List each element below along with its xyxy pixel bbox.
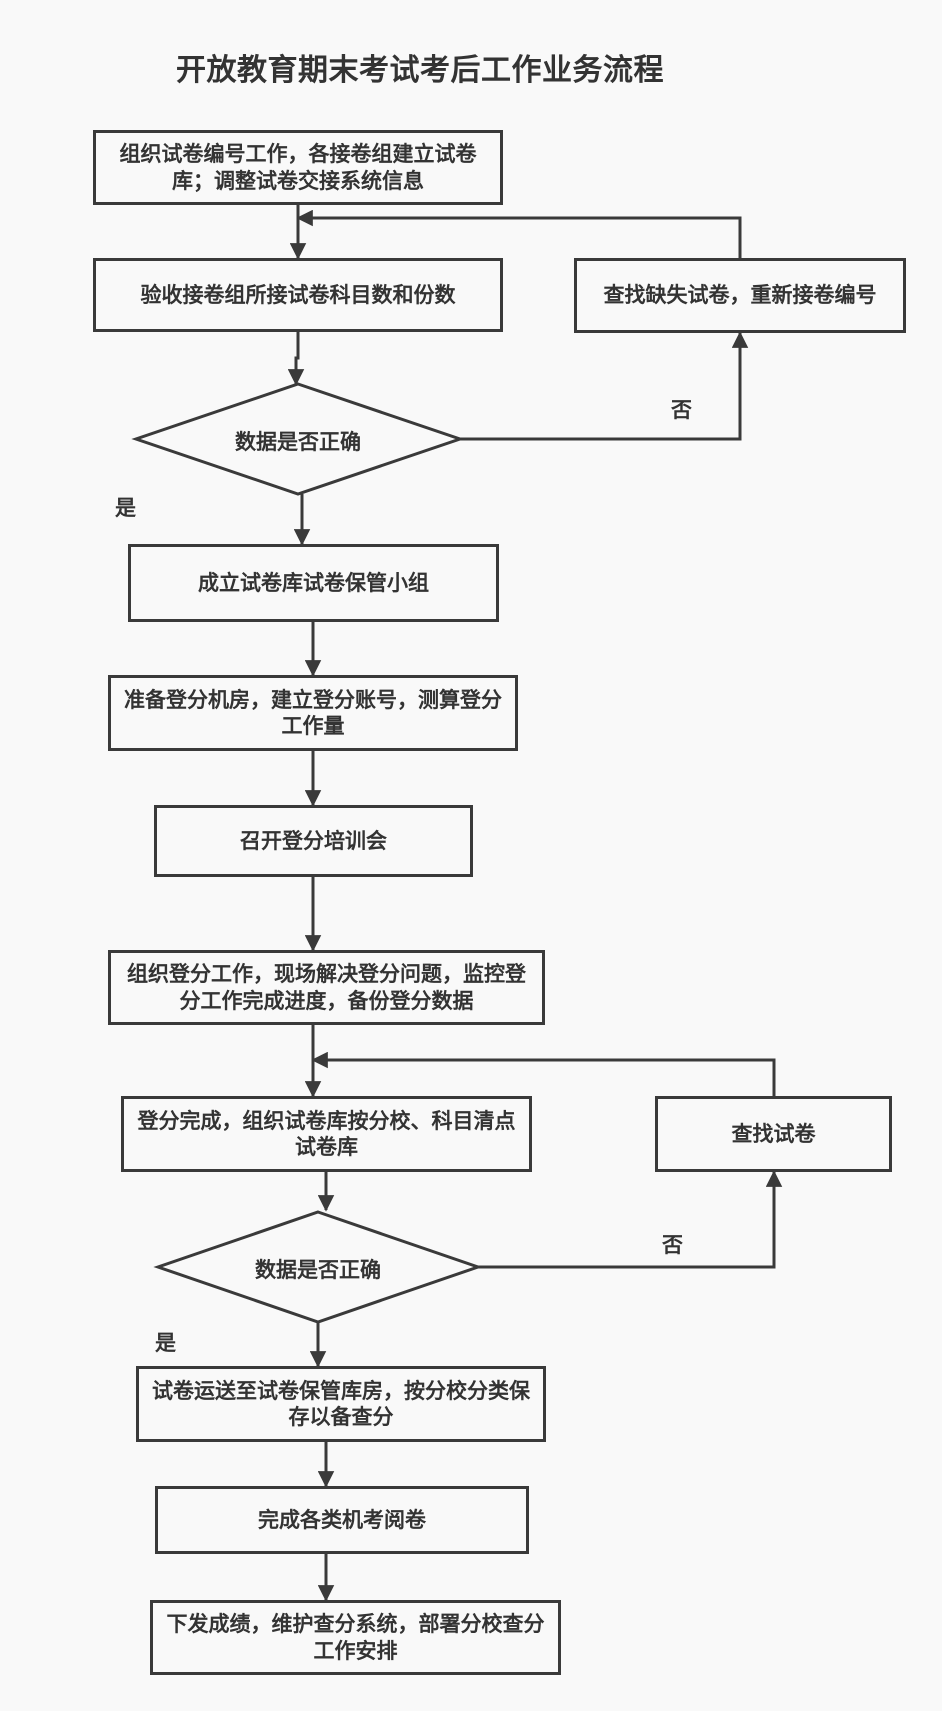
- process-box-entry-complete: 登分完成，组织试卷库按分校、科目清点试卷库: [121, 1096, 532, 1172]
- process-box-find-papers: 查找试卷: [655, 1096, 892, 1172]
- process-box-find-missing: 查找缺失试卷，重新接卷编号: [574, 258, 906, 333]
- branch-label-yes-2: 是: [155, 1331, 176, 1355]
- decision-label-2: 数据是否正确: [255, 1258, 381, 1282]
- arrow-d2-n9: [478, 1170, 783, 1269]
- decision-label-1: 数据是否正确: [235, 430, 361, 454]
- diagram-title: 开放教育期末考试考后工作业务流程: [176, 53, 664, 88]
- process-box-transport-papers: 试卷运送至试卷保管库房，按分校分类保存以备查分: [136, 1366, 546, 1442]
- process-box-custody-team: 成立试卷库试卷保管小组: [128, 544, 499, 622]
- branch-label-no-2: 否: [662, 1233, 683, 1257]
- arrow-n3-loop: [296, 209, 742, 258]
- process-box-verify-receipt: 验收接卷组所接试卷科目数和份数: [93, 258, 503, 332]
- branch-label-no-1: 否: [671, 398, 692, 422]
- process-box-machine-grading: 完成各类机考阅卷: [155, 1486, 529, 1554]
- arrow-d1-n3: [460, 331, 749, 441]
- process-box-training-meeting: 召开登分培训会: [154, 805, 473, 877]
- branch-label-yes-1: 是: [115, 496, 136, 520]
- arrow-n2-d1: [287, 332, 305, 386]
- process-box-prepare-entry-room: 准备登分机房，建立登分账号，测算登分工作量: [108, 675, 518, 751]
- arrow-n9-loop: [311, 1051, 776, 1096]
- decision-diamond-2: [153, 1210, 483, 1324]
- process-box-organize-entry: 组织登分工作，现场解决登分问题，监控登分工作完成进度，备份登分数据: [108, 950, 545, 1025]
- decision-diamond-1: [131, 382, 465, 496]
- process-box-paper-numbering: 组织试卷编号工作，各接卷组建立试卷库；调整试卷交接系统信息: [93, 130, 503, 205]
- process-box-publish-scores: 下发成绩，维护查分系统，部署分校查分工作安排: [150, 1600, 561, 1675]
